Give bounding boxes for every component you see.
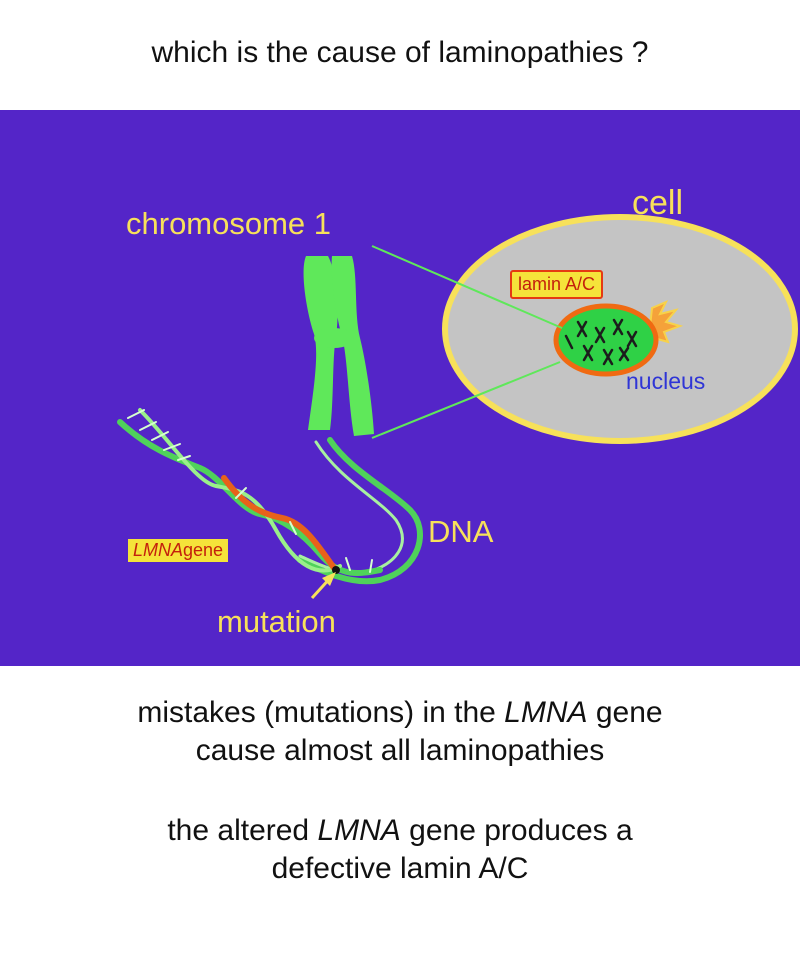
diagram-panel: cell chromosome 1 lamin A/C nucleus DNA … bbox=[0, 110, 800, 666]
cell-label: cell bbox=[632, 184, 684, 222]
para1-line1-pre: mistakes (mutations) in the bbox=[137, 696, 505, 729]
para2-line1-pre: the altered bbox=[167, 814, 318, 847]
para1-line1-gene: LMNA bbox=[504, 696, 588, 729]
para2-line1-post: gene produces a bbox=[400, 814, 633, 847]
chromosome-label: chromosome 1 bbox=[126, 206, 332, 241]
para1-line1-post: gene bbox=[587, 696, 663, 729]
dna-label: DNA bbox=[428, 514, 494, 549]
para2-line2: defective lamin A/C bbox=[271, 851, 529, 885]
nucleus-chromosomes bbox=[564, 318, 638, 366]
nucleus bbox=[553, 303, 659, 377]
mutation-site bbox=[332, 566, 340, 574]
mutation-arrow-head bbox=[322, 572, 336, 586]
page-title: which is the cause of laminopathies ? bbox=[151, 36, 649, 69]
explanation-paragraph-2: the altered LMNA gene produces a defecti… bbox=[0, 812, 800, 887]
para1-line2: cause almost all laminopathies bbox=[195, 733, 605, 767]
zoom-line-top bbox=[371, 245, 563, 329]
chromosome-1 bbox=[303, 256, 374, 436]
explanation-paragraph-1: mistakes (mutations) in the LMNA gene ca… bbox=[0, 694, 800, 769]
nucleus-label: nucleus bbox=[626, 368, 706, 394]
lmna-gene-label: LMNAgene bbox=[128, 539, 229, 562]
lamin-label: lamin A/C bbox=[510, 270, 604, 299]
para2-line1-gene: LMNA bbox=[317, 814, 401, 847]
lmna-gene-name: LMNA bbox=[133, 540, 184, 560]
zoom-line-bottom bbox=[371, 361, 561, 439]
lmna-gene-suffix: gene bbox=[183, 540, 224, 560]
mutation-label: mutation bbox=[217, 604, 336, 639]
